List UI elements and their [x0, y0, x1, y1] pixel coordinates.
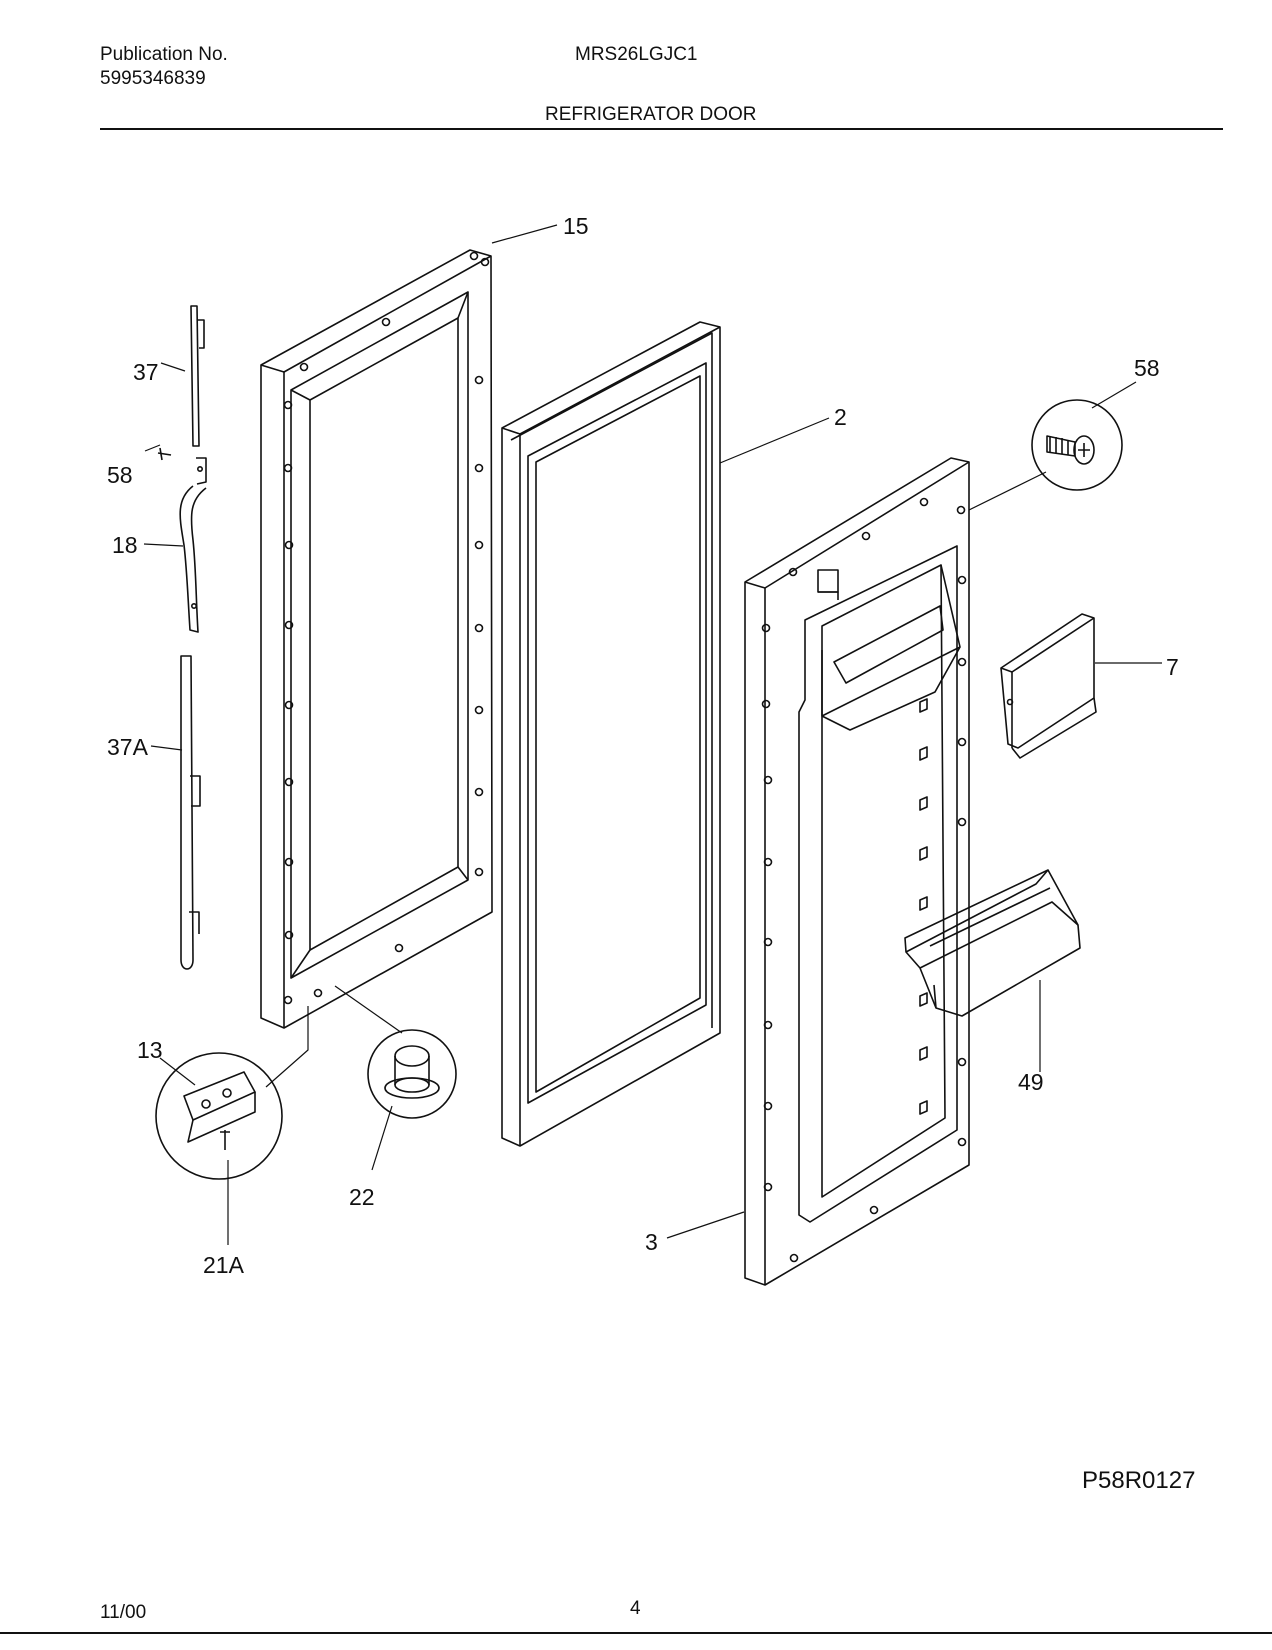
publication-number: 5995346839: [100, 68, 206, 89]
door-gasket-2: [501, 321, 721, 1147]
drawing-code: P58R0127: [1082, 1467, 1195, 1494]
header-rule: [100, 128, 1223, 130]
part-label-49: 49: [1018, 1069, 1044, 1095]
part-label-21a: 21A: [203, 1252, 245, 1278]
part-label-2: 2: [834, 404, 847, 430]
part-label-22: 22: [349, 1184, 375, 1210]
screw-58-small: [157, 447, 172, 461]
part-label-3: 3: [645, 1229, 658, 1255]
inner-door-liner-3-holes: [761, 497, 967, 1263]
part-label-58-detail: 58: [1134, 355, 1160, 381]
part-label-7: 7: [1166, 654, 1179, 680]
footer-rule: [0, 1632, 1272, 1634]
section-title: REFRIGERATOR DOOR: [545, 104, 757, 125]
page-number: 4: [630, 1598, 641, 1619]
leader-lines: [143, 224, 1162, 1245]
part-label-37: 37: [133, 359, 159, 385]
door-bin-49: [904, 869, 1081, 1017]
footer-date: 11/00: [100, 1602, 147, 1623]
shelf-support-tabs: [919, 698, 928, 1115]
screw-58-detail-circle: [1031, 399, 1123, 491]
bumper-22-detail-circle: [367, 1029, 457, 1119]
dairy-door-7: [1000, 613, 1097, 759]
publication-label: Publication No.: [100, 44, 228, 65]
part-label-15: 15: [563, 213, 589, 239]
hinge-bracket-18: [179, 457, 207, 633]
part-label-13: 13: [137, 1037, 163, 1063]
part-label-18: 18: [112, 532, 138, 558]
door-frame-15: [260, 249, 493, 1029]
hinge-13-detail-circle: [155, 1052, 283, 1180]
model-number: MRS26LGJC1: [575, 44, 698, 65]
part-labels: 15 37 58 58 2 18 7 37A 13 22 49 3 21A: [107, 213, 1179, 1278]
trim-strip-37a: [180, 655, 201, 970]
part-label-58-small: 58: [107, 462, 133, 488]
trim-strip-37: [190, 305, 205, 447]
inner-door-liner-3: [744, 457, 970, 1286]
part-label-37a: 37A: [107, 734, 149, 760]
door-frame-15-holes: [283, 251, 490, 1005]
